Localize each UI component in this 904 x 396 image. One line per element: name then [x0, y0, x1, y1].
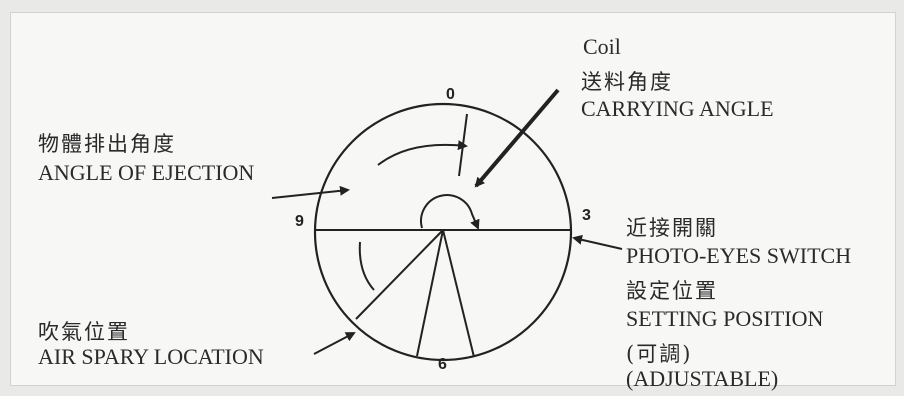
air-sector-line-3	[442, 229, 475, 358]
diagram-figure	[10, 12, 896, 386]
air-spray-arrow	[313, 332, 356, 355]
adjustable-zh-label: (可調)	[626, 342, 693, 366]
air-sector-line-2	[416, 229, 444, 357]
switch-zh-label: 近接開關	[626, 216, 718, 240]
air-location-en-label: AIR SPARY LOCATION	[38, 344, 264, 369]
setting-zh-label: 設定位置	[626, 279, 718, 303]
dial-label-9: 9	[295, 213, 304, 230]
air-sector-line-1	[355, 229, 444, 320]
dial-circle	[313, 102, 573, 362]
left-inner-arc	[358, 241, 375, 291]
dial-label-0: 0	[446, 86, 455, 103]
switch-arrow	[572, 234, 623, 250]
carrying-angle-en-label: CARRYING ANGLE	[581, 96, 774, 121]
ejection-zh-label: 物體排出角度	[38, 132, 176, 156]
adjustable-en-label: (ADJUSTABLE)	[626, 366, 779, 391]
dial-label-3: 3	[582, 207, 591, 224]
rotation-arrow-upper	[377, 140, 468, 166]
carrying-angle-arrow	[474, 88, 560, 188]
air-location-zh-label: 吹氣位置	[38, 320, 130, 344]
setting-en-label: SETTING POSITION	[626, 306, 824, 331]
dial-label-6: 6	[438, 356, 447, 373]
ejection-en-label: ANGLE OF EJECTION	[38, 160, 255, 185]
carrying-angle-zh-label: 送料角度	[581, 70, 673, 94]
center-rotation-arrow	[420, 194, 480, 230]
ejection-arrow	[271, 185, 350, 199]
switch-en-label: PHOTO-EYES SWITCH	[626, 243, 852, 268]
coil-label: Coil	[583, 34, 621, 59]
